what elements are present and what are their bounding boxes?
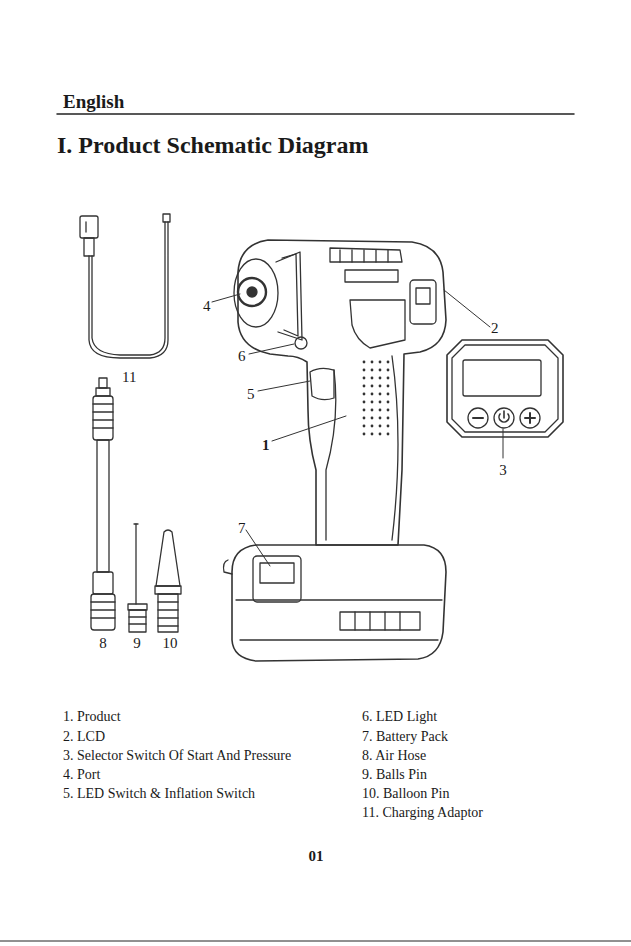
- callout-number: 3: [499, 463, 507, 478]
- grille-dot: [363, 409, 366, 412]
- grille-dot: [387, 425, 390, 428]
- grille-dot: [363, 377, 366, 380]
- grille-dot: [363, 361, 366, 364]
- grille-dot: [379, 385, 382, 388]
- grille-dot: [363, 433, 366, 436]
- leader-lines: [212, 290, 503, 566]
- part-list-item: 1. Product: [63, 710, 121, 724]
- page-number: 01: [309, 849, 324, 864]
- footer-rule: [0, 941, 631, 942]
- grille-dot: [371, 401, 374, 404]
- callout-number: 11: [122, 370, 136, 385]
- grille-dot: [387, 377, 390, 380]
- section-language: English: [63, 92, 124, 111]
- grille-dot: [379, 417, 382, 420]
- grille-dot: [371, 369, 374, 372]
- grille-dot: [387, 361, 390, 364]
- part-list-item: 4. Port: [63, 768, 100, 782]
- grille-dot: [387, 409, 390, 412]
- part-list-item: 7. Battery Pack: [362, 730, 448, 744]
- callout-number: 10: [163, 636, 178, 651]
- balloon-pin: [155, 530, 181, 632]
- grille-dot: [363, 417, 366, 420]
- callout-number: 9: [133, 636, 141, 651]
- grille-dot: [387, 417, 390, 420]
- grille-dot: [371, 433, 374, 436]
- callout-number: 5: [247, 387, 255, 402]
- grille-dot: [379, 401, 382, 404]
- grille-dot: [387, 369, 390, 372]
- grille-dot: [387, 401, 390, 404]
- part-list-item: 10. Balloon Pin: [362, 787, 450, 801]
- part-list-item: 9. Balls Pin: [362, 768, 427, 782]
- grille-dots: [363, 361, 390, 436]
- balls-pin: [128, 524, 147, 632]
- grille-dot: [379, 393, 382, 396]
- callout-number: 4: [203, 299, 211, 314]
- grille-dot: [379, 361, 382, 364]
- callout-number: 8: [99, 636, 107, 651]
- callout-number: 7: [238, 521, 246, 536]
- callout-number: 6: [238, 349, 246, 364]
- grille-dot: [387, 385, 390, 388]
- grille-dot: [379, 369, 382, 372]
- callout-number: 2: [491, 321, 499, 336]
- grille-dot: [371, 385, 374, 388]
- part-list-item: 2. LCD: [63, 730, 105, 744]
- lcd-inset: [447, 340, 563, 437]
- grille-dot: [371, 417, 374, 420]
- grille-dot: [371, 361, 374, 364]
- part-list-item: 8. Air Hose: [362, 749, 426, 763]
- grille-dot: [363, 385, 366, 388]
- grille-dot: [379, 433, 382, 436]
- part-list-item: 3. Selector Switch Of Start And Pressure: [63, 749, 291, 763]
- inflator-body: [234, 240, 446, 545]
- part-list-item: 11. Charging Adaptor: [362, 806, 483, 820]
- grille-dot: [363, 393, 366, 396]
- grille-dot: [379, 377, 382, 380]
- grille-dot: [371, 377, 374, 380]
- battery-pack: [224, 545, 447, 661]
- grille-dot: [363, 401, 366, 404]
- grille-dot: [363, 369, 366, 372]
- page-title: I. Product Schematic Diagram: [57, 133, 369, 157]
- grille-dot: [379, 425, 382, 428]
- callout-number: 1: [262, 438, 270, 453]
- header-rule: [57, 113, 574, 115]
- grille-dot: [387, 393, 390, 396]
- grille-dot: [363, 425, 366, 428]
- grille-dot: [371, 425, 374, 428]
- charging-adaptor: [80, 214, 170, 358]
- air-hose: [91, 378, 115, 630]
- grille-dot: [371, 393, 374, 396]
- grille-dot: [379, 409, 382, 412]
- part-list-item: 6. LED Light: [362, 710, 437, 724]
- grille-dot: [371, 409, 374, 412]
- grille-dot: [387, 433, 390, 436]
- part-list-item: 5. LED Switch & Inflation Switch: [63, 787, 255, 801]
